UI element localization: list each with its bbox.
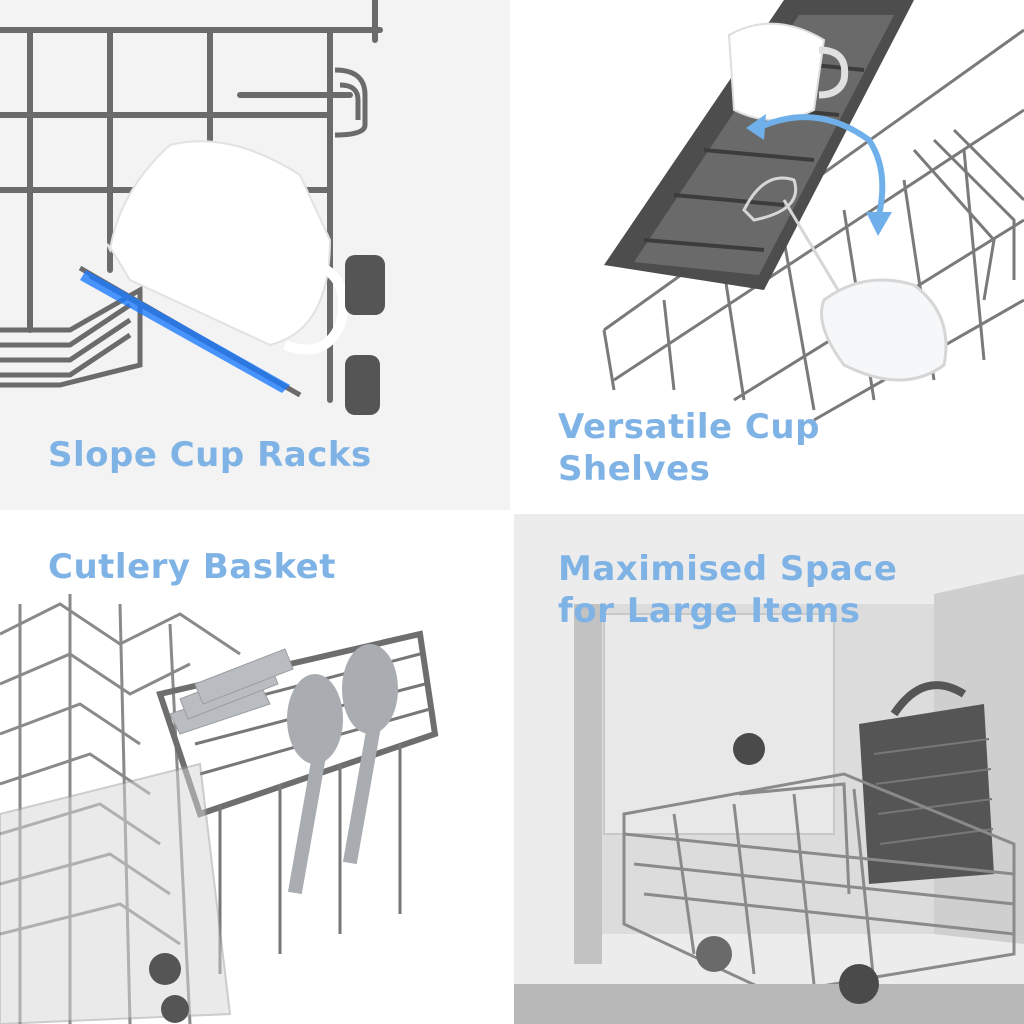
forks-illustration [169,648,294,735]
panel-maximised-space: Maximised Space for Large Items [514,514,1024,1024]
cup-illustration [727,22,826,121]
caption-line: Cutlery Basket [48,547,336,587]
wine-glass-illustration [742,176,948,382]
spray-arm-icon [733,733,765,765]
panel-divider [0,510,1024,514]
panel-versatile-cup-shelves: Versatile Cup Shelves [514,0,1024,510]
rotate-arrow-icon [752,114,886,216]
cutlery-basket [859,681,994,884]
spoons-illustration [287,644,398,895]
slope-rack-illustration [0,0,385,415]
caption-line: Maximised Space [558,549,898,589]
cup-shelf-illustration [602,0,1024,422]
cutlery-basket-illustration [0,594,439,1024]
lower-rack [622,772,1016,996]
caption-slope-cup-racks: Slope Cup Racks [48,434,372,476]
caption-versatile-cup-shelves: Versatile Cup Shelves [558,406,820,490]
cup-illustration [106,140,349,355]
caption-maximised-space: Maximised Space for Large Items [558,548,897,632]
panel-cutlery-basket: Cutlery Basket [0,514,510,1024]
caption-line: for Large Items [558,591,861,631]
caption-cutlery-basket: Cutlery Basket [48,546,336,588]
dishwasher-interior-illustration [514,574,1024,1024]
panel-slope-cup-racks: Slope Cup Racks [0,0,510,510]
blue-led-accent [80,270,290,393]
caption-line: Versatile Cup [558,407,820,447]
caption-line: Slope Cup Racks [48,435,372,475]
caption-line: Shelves [558,449,711,489]
